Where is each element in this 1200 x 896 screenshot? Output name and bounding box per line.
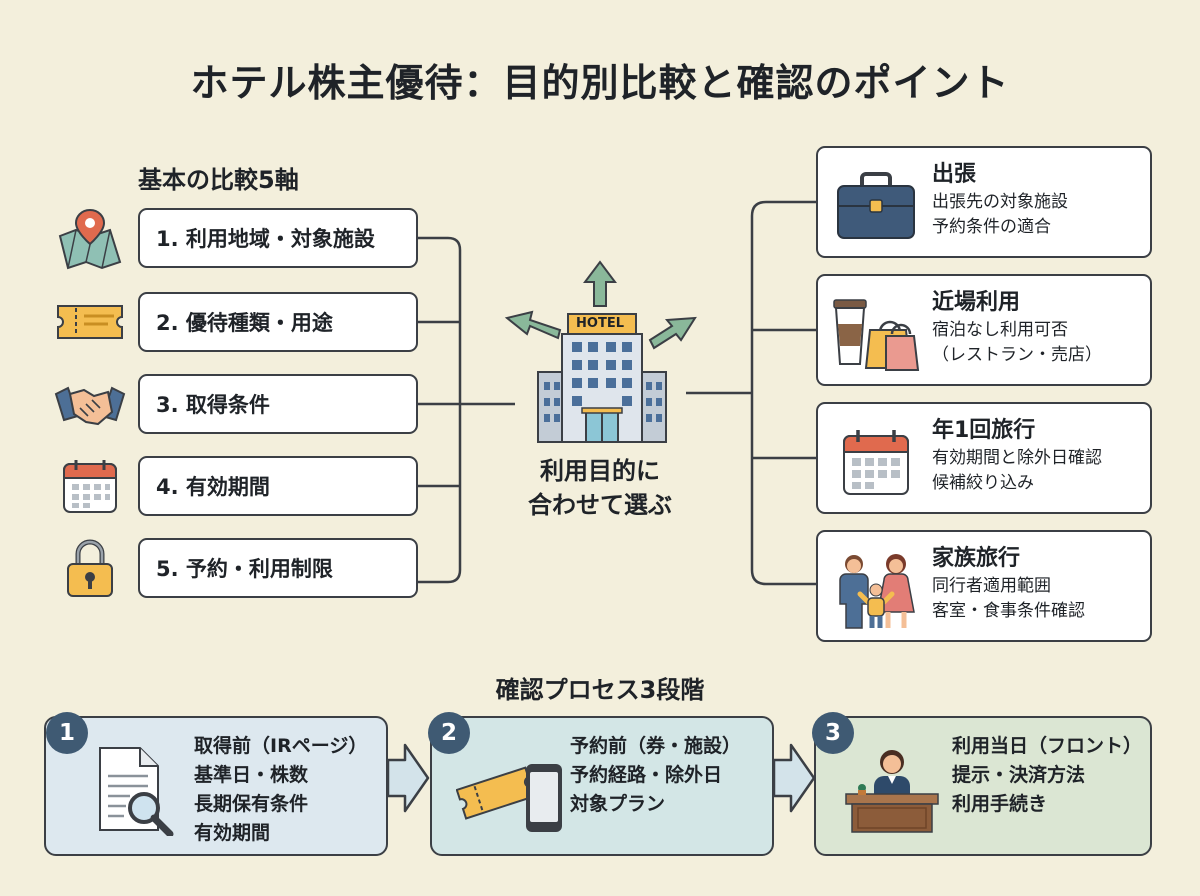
ticket-phone-icon <box>456 764 562 832</box>
hotel-sign: HOTEL <box>576 316 624 331</box>
axis-item-restrictions: 5. 予約・利用制限 <box>138 538 418 598</box>
axis-label: 2. 優待種類・用途 <box>156 311 333 335</box>
step-text: 予約前（券・施設） 予約経路・除外日 対象プラン <box>570 732 741 819</box>
axes-heading: 基本の比較5軸 <box>138 166 299 194</box>
axis-label: 1. 利用地域・対象施設 <box>156 227 375 251</box>
purpose-line: 候補絞り込み <box>932 473 1034 493</box>
center-label: 利用目的に 合わせて選ぶ <box>500 454 700 522</box>
purpose-line: 客室・食事条件確認 <box>932 601 1085 621</box>
step-line: 有効期間 <box>194 822 271 844</box>
purpose-line: 予約条件の適合 <box>932 217 1051 237</box>
axis-item-area: 1. 利用地域・対象施設 <box>138 208 418 268</box>
step-line: 対象プラン <box>570 793 666 815</box>
step-badge: 3 <box>812 712 854 754</box>
step-line: 長期保有条件 <box>194 793 309 815</box>
process-step-3: 利用当日（フロント） 提示・決済方法 利用手続き <box>814 716 1152 856</box>
step-line: 提示・決済方法 <box>952 764 1086 786</box>
step-line: 基準日・株数 <box>194 764 309 786</box>
purpose-nearby-use: 近場利用 宿泊なし利用可否 （レストラン・売店） <box>816 274 1152 386</box>
step-line: 予約前（券・施設） <box>570 735 742 757</box>
purpose-line: 宿泊なし利用可否 <box>932 320 1068 340</box>
document-search-icon <box>99 747 174 836</box>
axis-item-benefit-type: 2. 優待種類・用途 <box>138 292 418 352</box>
map-pin-icon <box>58 208 122 270</box>
calendar-icon <box>63 460 117 513</box>
process-step-2: 予約前（券・施設） 予約経路・除外日 対象プラン <box>430 716 774 856</box>
axis-item-acquisition: 3. 取得条件 <box>138 374 418 434</box>
lock-icon <box>67 539 113 597</box>
purpose-title: 年1回旅行 <box>932 418 1036 443</box>
front-desk-icon <box>845 750 939 833</box>
purpose-family-trip: 家族旅行 同行者適用範囲 客室・食事条件確認 <box>816 530 1152 642</box>
step-line: 利用当日（フロント） <box>952 735 1143 757</box>
center-label-line1: 利用目的に <box>540 457 660 485</box>
purpose-business-trip: 出張 出張先の対象施設 予約条件の適合 <box>816 146 1152 258</box>
purpose-annual-trip: 年1回旅行 有効期間と除外日確認 候補絞り込み <box>816 402 1152 514</box>
purpose-title: 出張 <box>932 162 977 187</box>
coffee-shopping-icon <box>833 299 920 371</box>
page-title: ホテル株主優待：目的別比較と確認のポイント <box>190 61 1010 105</box>
step-text: 取得前（IRページ） 基準日・株数 長期保有条件 有効期間 <box>194 732 367 848</box>
axis-item-validity: 4. 有効期間 <box>138 456 418 516</box>
axis-label: 5. 予約・利用制限 <box>156 557 333 581</box>
axis-label: 4. 有効期間 <box>156 475 270 499</box>
hotel-building-icon <box>537 313 667 443</box>
process-step-1: 取得前（IRページ） 基準日・株数 長期保有条件 有効期間 <box>44 716 388 856</box>
purpose-line: 出張先の対象施設 <box>932 192 1068 212</box>
step-line: 取得前（IRページ） <box>194 735 368 757</box>
axis-label: 3. 取得条件 <box>156 393 270 417</box>
purpose-line: （レストラン・売店） <box>932 345 1102 365</box>
calendar-icon <box>843 430 909 495</box>
process-heading: 確認プロセス3段階 <box>495 676 705 704</box>
step-text: 利用当日（フロント） 提示・決済方法 利用手続き <box>952 732 1142 819</box>
purpose-title: 家族旅行 <box>932 546 1021 571</box>
family-icon <box>839 554 915 629</box>
purpose-line: 有効期間と除外日確認 <box>932 448 1102 468</box>
ticket-icon <box>57 305 123 339</box>
purpose-title: 近場利用 <box>932 290 1021 315</box>
briefcase-icon <box>837 172 915 239</box>
purpose-line: 同行者適用範囲 <box>932 576 1051 596</box>
step-line: 利用手続き <box>952 793 1048 815</box>
step-badge: 2 <box>428 712 470 754</box>
step-line: 予約経路・除外日 <box>570 764 723 786</box>
step-badge: 1 <box>46 712 88 754</box>
handshake-icon <box>54 386 126 426</box>
center-label-line2: 合わせて選ぶ <box>528 491 672 519</box>
